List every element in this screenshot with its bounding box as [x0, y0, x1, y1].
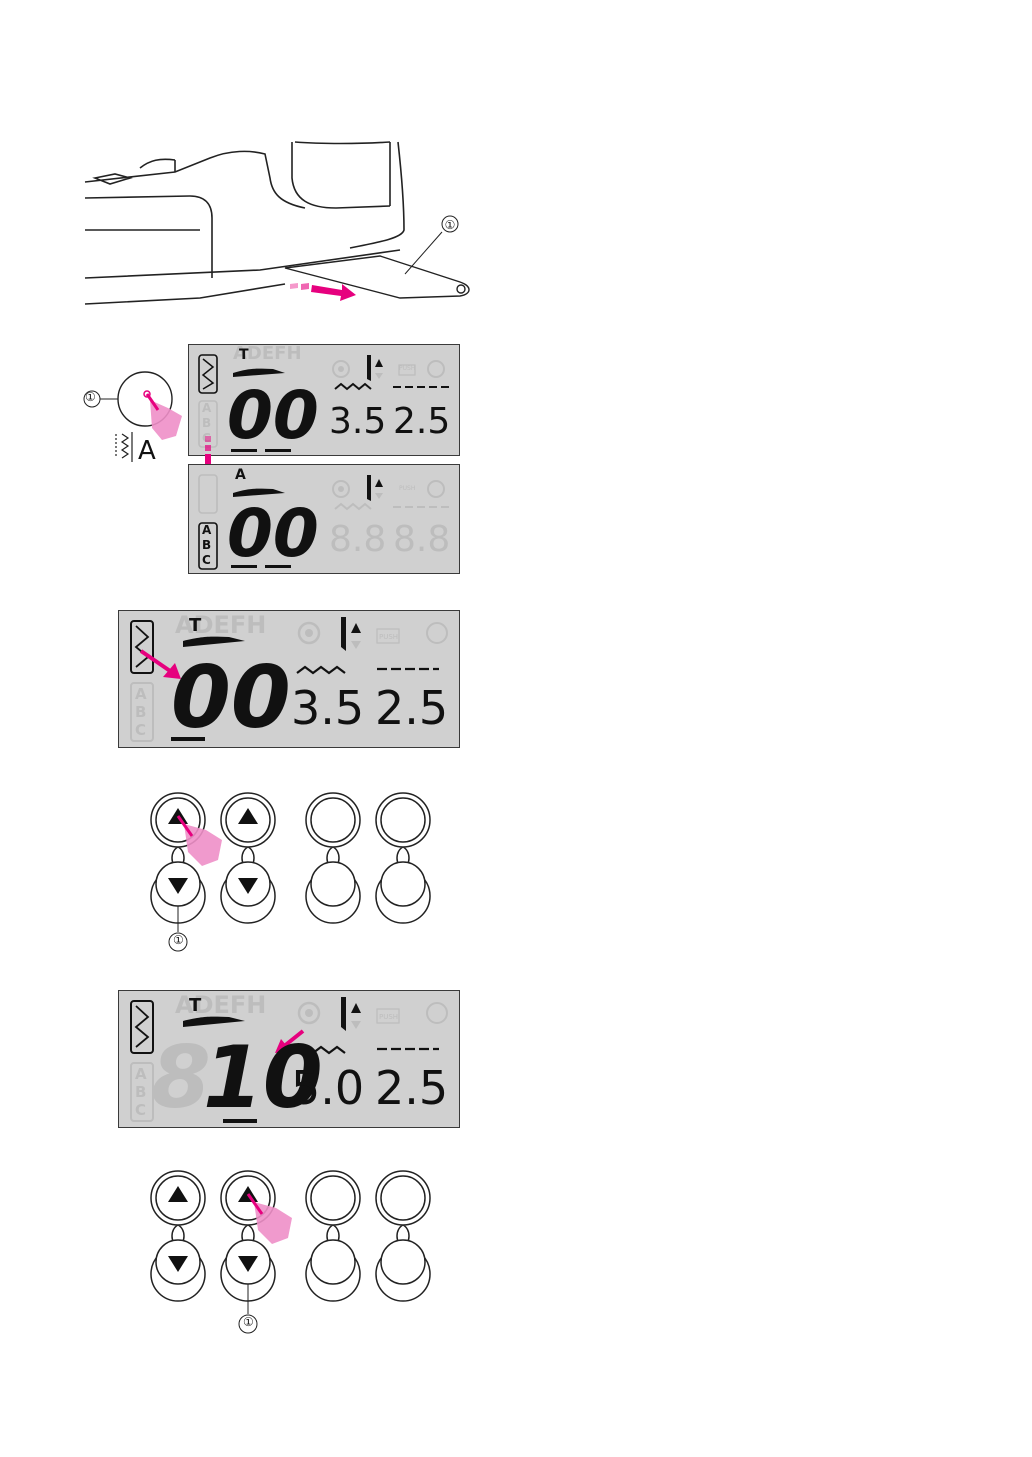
control-buttons-1: ①: [148, 790, 438, 960]
pattern-ghost-digit: 8: [151, 1028, 211, 1128]
pattern-up-button-ones-2[interactable]: [226, 1176, 270, 1220]
mode-button-illustration: ① A: [82, 370, 192, 470]
stitch-length-value: 8.8: [393, 519, 451, 560]
callout-marker-1: ①: [445, 218, 456, 232]
abc-c: C: [135, 721, 147, 739]
abc-c: C: [135, 1101, 147, 1119]
machine-base-illustration: ①: [80, 138, 500, 318]
abc-a: A: [202, 401, 212, 415]
stitch-length-value: 2.5: [393, 401, 451, 442]
stitch-width-value: 8.8: [329, 519, 387, 560]
pattern-up-button-tens[interactable]: [156, 798, 200, 842]
pattern-down-button-ones[interactable]: [226, 862, 270, 906]
lcd-letters: ADEFH: [233, 343, 302, 364]
control-buttons-2: ①: [148, 1168, 438, 1343]
abc-b: B: [135, 1083, 147, 1101]
pattern-down-button-ones-2[interactable]: [226, 1240, 270, 1284]
mode-button-label: A: [138, 436, 156, 466]
stitch-length-value: 2.5: [375, 1061, 449, 1115]
lcd-letters: ADEFH: [175, 991, 267, 1019]
lcd-letters: ADEFH: [175, 611, 267, 639]
push-label: PUSH: [379, 1013, 399, 1021]
abc-b: B: [135, 703, 147, 721]
abc-b: B: [202, 416, 212, 430]
push-label: PUSH: [399, 365, 416, 372]
foot-letter: A: [235, 467, 246, 483]
abc-b: B: [202, 538, 212, 552]
abc-a: A: [202, 523, 212, 537]
pattern-number: 10: [203, 1028, 323, 1128]
foot-letter: T: [189, 615, 202, 636]
abc-a: A: [135, 1065, 147, 1083]
pattern-up-button-tens-2[interactable]: [156, 1176, 200, 1220]
pattern-number: 00: [171, 648, 291, 748]
abc-c: C: [202, 553, 211, 567]
foot-letter: T: [239, 347, 249, 363]
stitch-width-value: 3.5: [291, 681, 365, 735]
pattern-number: 00: [227, 377, 319, 454]
push-label: PUSH: [399, 485, 416, 492]
callout-marker-3: ①: [173, 933, 184, 947]
stitch-width-value: 5.0: [291, 1061, 365, 1115]
pattern-number: 00: [227, 495, 319, 572]
lcd-display-1: ADEFH T 00 3.5 2.5 PUSH A B C: [188, 343, 460, 456]
push-label: PUSH: [379, 633, 399, 641]
lcd-display-4: ADEFH T 8 10 5.0 2.5 PUSH A B C: [118, 990, 460, 1128]
pattern-up-button-ones[interactable]: [226, 798, 270, 842]
abc-a: A: [135, 685, 147, 703]
stitch-width-value: 3.5: [329, 401, 387, 442]
lcd-display-2: A 00 8.8 8.8 PUSH A B C: [188, 464, 460, 574]
callout-marker-4: ①: [243, 1315, 254, 1329]
callout-marker-2: ①: [85, 390, 96, 404]
lcd-display-3: ADEFH T 00 3.5 2.5 PUSH A B C: [118, 610, 460, 748]
pattern-down-button-tens-2[interactable]: [156, 1240, 200, 1284]
foot-letter: T: [189, 995, 202, 1016]
stitch-length-value: 2.5: [375, 681, 449, 735]
pattern-down-button-tens[interactable]: [156, 862, 200, 906]
